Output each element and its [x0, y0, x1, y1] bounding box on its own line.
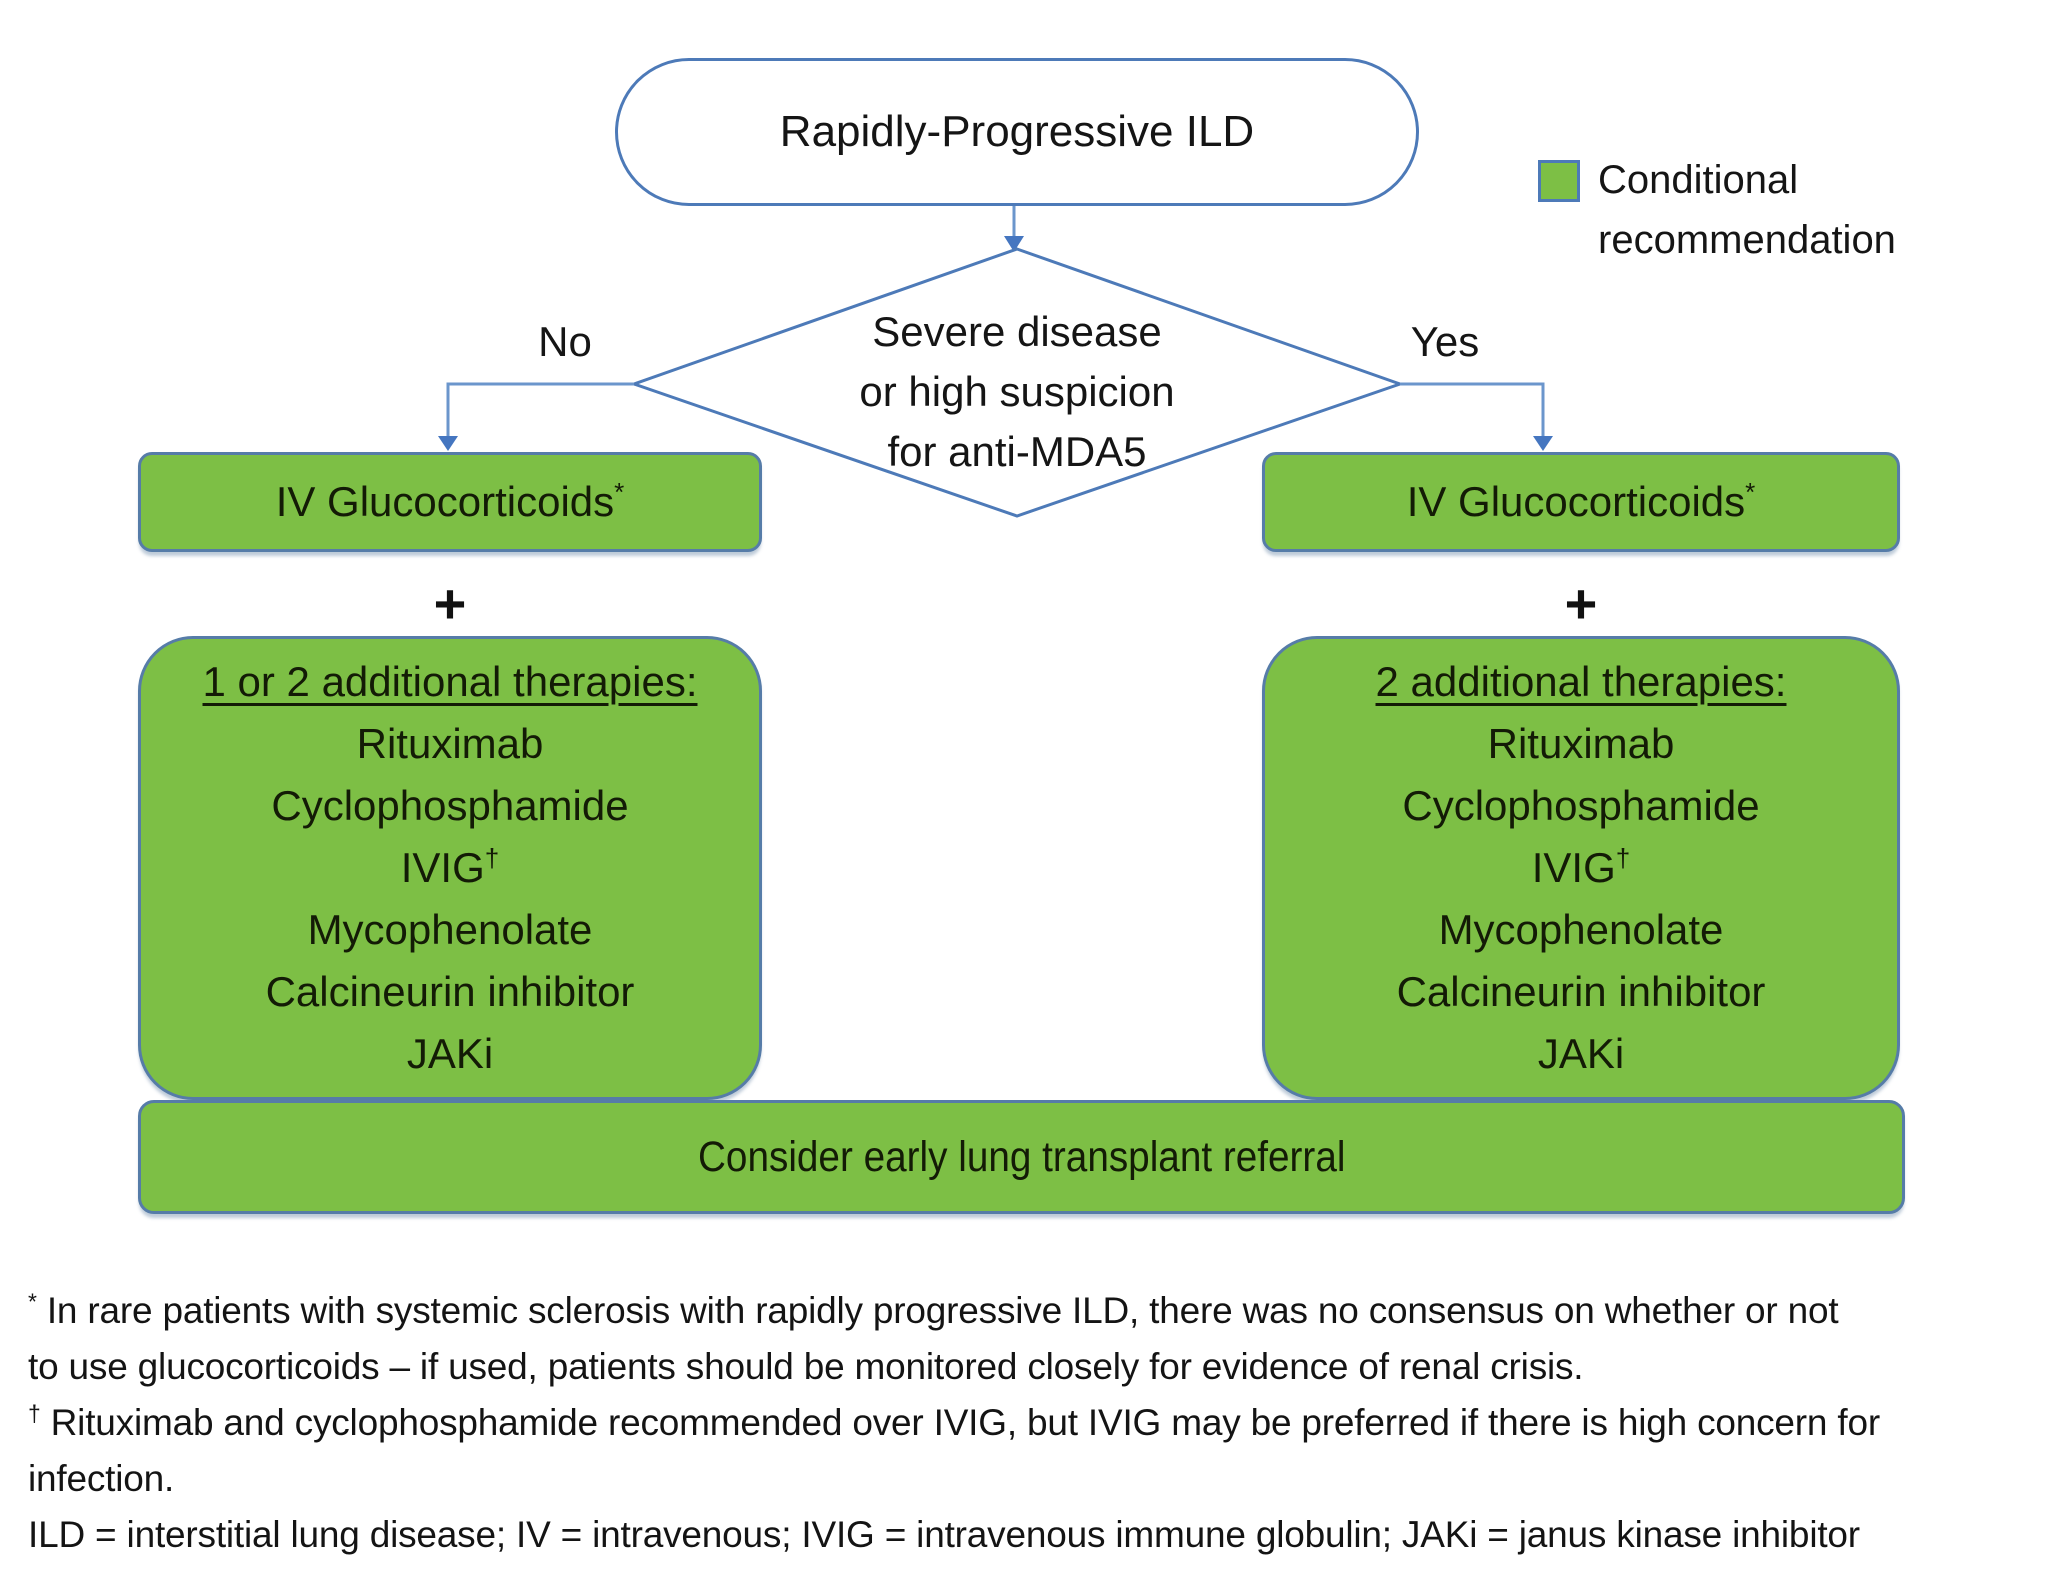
decision-node-label: Severe disease or high suspicion for ant… [767, 302, 1267, 482]
no-branch-line [446, 382, 634, 438]
decision-label-line1: Severe disease [872, 308, 1162, 355]
legend-label-line1: Conditional [1598, 158, 1799, 202]
left-iv-glucocorticoids-label: IV Glucocorticoids* [276, 478, 625, 526]
therapy-item: JAKi [1537, 1030, 1625, 1077]
root-node-label: Rapidly-Progressive ILD [779, 107, 1255, 156]
legend-label: Conditional recommendation [1598, 150, 2028, 270]
transplant-referral-label: Consider early lung transplant referral [697, 1132, 1346, 1181]
right-iv-glucocorticoids-box: IV Glucocorticoids* [1262, 452, 1900, 552]
left-therapies-title: 1 or 2 additional therapies: [202, 658, 698, 705]
right-iv-asterisk: * [1745, 477, 1756, 507]
arrowhead-no-branch [438, 436, 458, 451]
therapy-item: IVIG† [401, 837, 500, 899]
therapy-item-ivig: IVIG [400, 844, 485, 891]
footnote-asterisk-marker: * [28, 1288, 37, 1315]
footnote-abbreviations: ILD = interstitial lung disease; IV = in… [28, 1514, 1860, 1555]
right-therapies-title: 2 additional therapies: [1375, 658, 1787, 705]
arrowhead-root-to-decision [1004, 236, 1024, 252]
therapy-item: Calcineurin inhibitor [265, 968, 635, 1015]
therapy-item-ivig: IVIG [1531, 844, 1616, 891]
footnotes: * In rare patients with systemic scleros… [28, 1283, 2038, 1563]
decision-label-line2: or high suspicion [859, 368, 1175, 415]
footnote-asterisk-line2: to use glucocorticoids – if used, patien… [28, 1346, 1584, 1387]
decision-label-line3: for anti-MDA5 [887, 428, 1147, 475]
left-plus-sign: + [433, 571, 467, 635]
left-iv-glucocorticoids-box: IV Glucocorticoids* [138, 452, 762, 552]
therapy-item: Mycophenolate [1438, 906, 1724, 953]
footnote-asterisk-text1: In rare patients with systemic sclerosis… [46, 1290, 1839, 1331]
footnote-asterisk-line1: * In rare patients with systemic scleros… [28, 1283, 2038, 1339]
right-iv-text: IV Glucocorticoids [1406, 478, 1746, 525]
therapy-item: JAKi [406, 1030, 494, 1077]
footnote-dagger-text1: Rituximab and cyclophosphamide recommend… [50, 1402, 1881, 1443]
right-ivig-dagger: † [1615, 843, 1631, 873]
left-iv-asterisk: * [614, 477, 625, 507]
decision-diamond [629, 247, 1405, 518]
therapy-item: Cyclophosphamide [1402, 782, 1760, 829]
therapy-item: Calcineurin inhibitor [1396, 968, 1766, 1015]
yes-branch-line [1400, 382, 1545, 438]
transplant-referral-box: Consider early lung transplant referral [138, 1100, 1905, 1214]
branch-label-yes: Yes [1410, 318, 1480, 365]
therapy-item: Rituximab [356, 720, 544, 767]
legend-conditional-swatch-icon [1538, 160, 1580, 202]
left-therapies-box: 1 or 2 additional therapies: Rituximab C… [138, 636, 762, 1100]
footnote-dagger-marker: † [28, 1400, 41, 1427]
root-node: Rapidly-Progressive ILD [615, 58, 1419, 206]
footnote-dagger-line1: † Rituximab and cyclophosphamide recomme… [28, 1395, 2038, 1451]
left-iv-text: IV Glucocorticoids [275, 478, 615, 525]
legend-label-line2: recommendation [1598, 218, 1896, 262]
footnote-dagger-line2: infection. [28, 1458, 175, 1499]
right-therapies-box: 2 additional therapies: Rituximab Cyclop… [1262, 636, 1900, 1100]
left-ivig-dagger: † [484, 843, 500, 873]
right-plus-sign: + [1564, 571, 1598, 635]
therapy-item: IVIG† [1532, 837, 1631, 899]
therapy-item: Rituximab [1487, 720, 1675, 767]
therapy-item: Cyclophosphamide [271, 782, 629, 829]
branch-label-no: No [538, 318, 592, 365]
therapy-item: Mycophenolate [307, 906, 593, 953]
right-iv-glucocorticoids-label: IV Glucocorticoids* [1407, 478, 1756, 526]
arrowhead-yes-branch [1533, 436, 1553, 451]
